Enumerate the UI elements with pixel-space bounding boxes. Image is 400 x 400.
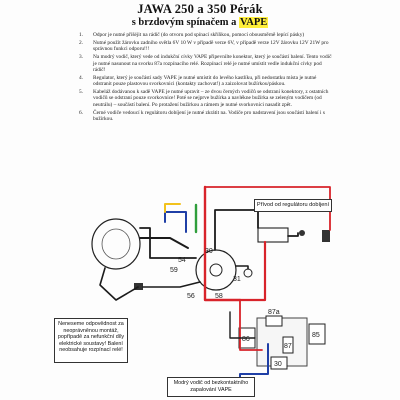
- black-wire-relay: [229, 311, 256, 339]
- fuse-shape: [243, 268, 253, 278]
- red-wire-battery: [238, 240, 267, 302]
- instruction-text: Regulator, který je součástí sady VAPE j…: [93, 74, 317, 88]
- instruction-item: 4. Regulator, který je součástí sady VAPE…: [78, 75, 334, 88]
- terminal-label: 87a: [268, 309, 280, 316]
- ignition-switch-shape: [195, 249, 237, 291]
- black-wire-connector: [142, 281, 201, 288]
- ignition-key-shape: [209, 263, 223, 277]
- terminal-label: 85: [312, 332, 320, 339]
- document-title: JAWA 250 a 350 Pérák: [137, 2, 263, 16]
- yellow-wire: [164, 203, 181, 213]
- red-wire-relay: [239, 299, 263, 351]
- black-wire-terminal: [287, 232, 299, 237]
- instruction-item: 2. Nutné použít žárovku zadního světla 6V…: [78, 40, 334, 53]
- instruction-item: 1. Odpor je nutné přišéjit na rádič (do o…: [78, 32, 334, 38]
- terminal-label: 56: [187, 293, 195, 300]
- terminal-label: 87: [284, 343, 292, 350]
- battery-terminal-shape: [299, 230, 305, 236]
- terminal-label: 54: [178, 257, 186, 264]
- terminal-label: 58: [215, 293, 223, 300]
- instruction-number: 1.: [79, 32, 84, 38]
- relay-pin-87: [282, 336, 294, 354]
- red-wire-main: [203, 185, 242, 302]
- instruction-item: 5. Kabeláž dodávanou k sadě VAPE je nutné…: [78, 89, 334, 108]
- black-wire-battery: [214, 209, 259, 251]
- instruction-item: 3. Na modrý vodič, který vede od indukční…: [78, 54, 334, 73]
- instruction-number: 6.: [79, 109, 84, 116]
- instruction-number: 2.: [79, 39, 84, 46]
- instruction-item: 6. Černé vodiče vedoucí k regulátoru dobí…: [78, 110, 334, 123]
- instruction-text: Černé vodiče vedoucí k regulátoru dobíje…: [93, 109, 325, 123]
- instruction-text: Odpor je nutné přišéjit na rádič (do otv…: [93, 32, 305, 38]
- terminal-label: 59: [170, 267, 178, 274]
- relay-pin-85: [308, 323, 326, 345]
- document-subtitle: s brzdovým spínačem a VAPE: [0, 17, 400, 28]
- instruction-text: Na modrý vodič, který vede od indukční c…: [93, 54, 332, 73]
- terminal-label: 30: [205, 248, 213, 255]
- subtitle-prefix: s brzdovým spínačem a: [131, 17, 237, 28]
- instruction-text: Nutné použít žárovku zadního světla 6V 1…: [93, 39, 329, 53]
- terminal-label: 86: [242, 336, 250, 343]
- blue-wire-callout: Modrý vodič od bezkontaktního zapalování…: [167, 377, 255, 397]
- terminal-label: 30: [274, 361, 282, 368]
- instruction-list: 1. Odpor je nutné přišéjit na rádič (do o…: [78, 32, 334, 124]
- regulator-callout: Přívod od regulátoru dobíjení: [254, 199, 332, 212]
- instruction-text: Kabeláž dodávanou k sadě VAPE je nutné u…: [93, 89, 329, 108]
- black-wire-ground: [139, 227, 197, 259]
- blue-wire-upper: [164, 211, 187, 233]
- black-wire-lower: [99, 267, 139, 301]
- subtitle-highlight: VAPE: [239, 17, 269, 28]
- headlight-shape: [91, 218, 141, 270]
- instruction-number: 4.: [79, 74, 84, 81]
- black-wire-fuse: [235, 265, 249, 270]
- battery-shape: [257, 227, 289, 243]
- instruction-number: 3.: [79, 54, 84, 61]
- terminal-label: 31: [233, 276, 241, 283]
- relay-pin-30: [270, 356, 288, 370]
- red-wire-rear: [204, 186, 331, 231]
- instruction-number: 5.: [79, 89, 84, 96]
- relay-pin-87a: [265, 315, 283, 327]
- disclaimer-note: Neneseme odpovědnost za neoprávněnou mon…: [54, 318, 128, 363]
- headlight-bulb-shape: [101, 228, 131, 260]
- rear-light-shape: [322, 230, 330, 242]
- black-wire-headlight: [139, 237, 189, 249]
